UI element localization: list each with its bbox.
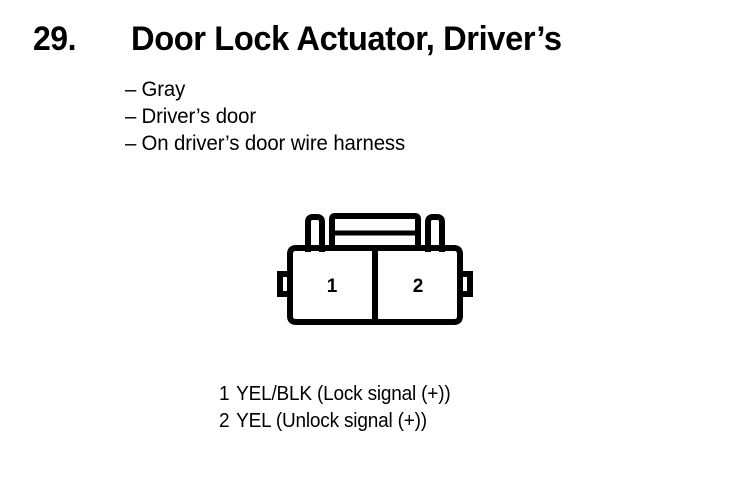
left-latch-post-icon [305, 214, 325, 252]
pin-number: 1 [219, 383, 230, 405]
connector-drawing: 1 2 [277, 213, 473, 325]
cavity-number-1: 1 [327, 276, 338, 297]
list-item: –On driver’s door wire harness [125, 130, 629, 157]
pin-description: YEL/BLK (Lock signal (+)) [236, 383, 451, 405]
right-latch-post-icon [425, 214, 445, 252]
detail-list: –Gray –Driver’s door –On driver’s door w… [125, 76, 645, 157]
component-title: Door Lock Actuator, Driver’s [130, 20, 562, 58]
list-item-label: Driver’s door [141, 105, 257, 128]
pin-legend-row: 1 YEL/BLK (Lock signal (+)) [219, 381, 451, 408]
pin-number: 2 [219, 410, 230, 432]
list-item: –Gray [125, 76, 629, 103]
left-side-notch-icon [277, 271, 290, 297]
list-item-label: On driver’s door wire harness [141, 132, 406, 155]
connector-diagram: 1 2 [270, 208, 480, 333]
cavity-number-2: 2 [413, 276, 424, 297]
pin-legend-row: 2 YEL (Unlock signal (+)) [219, 408, 450, 435]
pin-legend: 1 YEL/BLK (Lock signal (+)) 2 YEL (Unlock … [219, 381, 463, 435]
item-number: 29. [33, 20, 77, 58]
list-item-label: Gray [141, 78, 186, 101]
list-item: –Driver’s door [125, 103, 629, 130]
page-title: 29. Door Lock Actuator, Driver’s [33, 22, 579, 56]
top-locking-tab-icon [329, 213, 421, 248]
pin-description: YEL (Unlock signal (+)) [236, 410, 427, 432]
dash-bullet-icon: – [125, 132, 137, 155]
right-side-notch-icon [460, 271, 473, 297]
connector-body [287, 245, 463, 325]
dash-bullet-icon: – [125, 105, 137, 128]
dash-bullet-icon: – [125, 78, 137, 101]
